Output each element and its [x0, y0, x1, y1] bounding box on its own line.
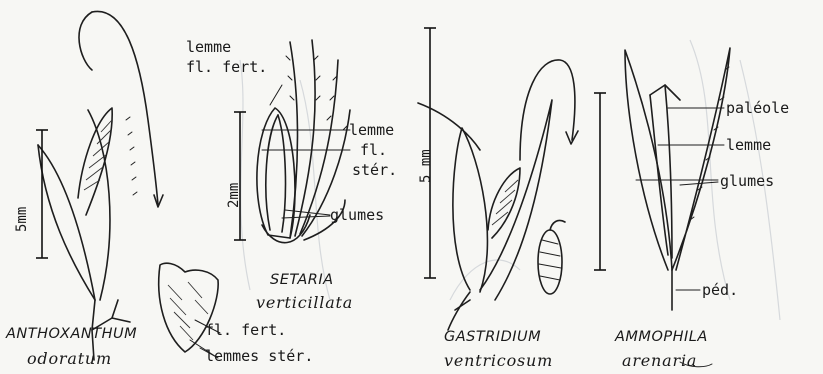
ammophila-drawing — [594, 48, 730, 367]
setaria-label-lemme: lemme — [349, 123, 394, 138]
gastridium-genus: GASTRIDIUM — [444, 329, 541, 345]
anthoxanthum-scale-label: 5mm — [14, 207, 30, 232]
ammophila-label-ped: péd. — [702, 283, 738, 298]
gastridium-species: ventricosum — [444, 351, 553, 370]
setaria-label-lemme-top: lemme — [186, 40, 231, 55]
ammophila-label-paleole: paléole — [726, 101, 789, 116]
anthoxanthum-label-fl-fert: fl. fert. — [205, 323, 286, 338]
gastridium-scale-label: 5 mm — [418, 149, 434, 183]
setaria-label-fl: fl. — [360, 143, 387, 158]
ammophila-species: arenaria — [622, 351, 697, 370]
setaria-species: verticillata — [256, 293, 353, 312]
setaria-label-glumes: glumes — [330, 208, 384, 223]
setaria-scale-label: 2mm — [226, 183, 242, 208]
setaria-label-ster: stér. — [352, 163, 397, 178]
ammophila-genus: AMMOPHILA — [615, 329, 708, 345]
setaria-genus: SETARIA — [270, 272, 334, 288]
setaria-label-fl-fert: fl. fert. — [186, 60, 267, 75]
gastridium-drawing — [418, 28, 578, 330]
anthoxanthum-label-lemmes-ster: lemmes stér. — [205, 349, 313, 364]
ammophila-label-lemme: lemme — [726, 138, 771, 153]
ammophila-label-glumes: glumes — [720, 174, 774, 189]
anthoxanthum-genus: ANTHOXANTHUM — [6, 326, 137, 342]
anthoxanthum-species: odoratum — [27, 349, 112, 368]
